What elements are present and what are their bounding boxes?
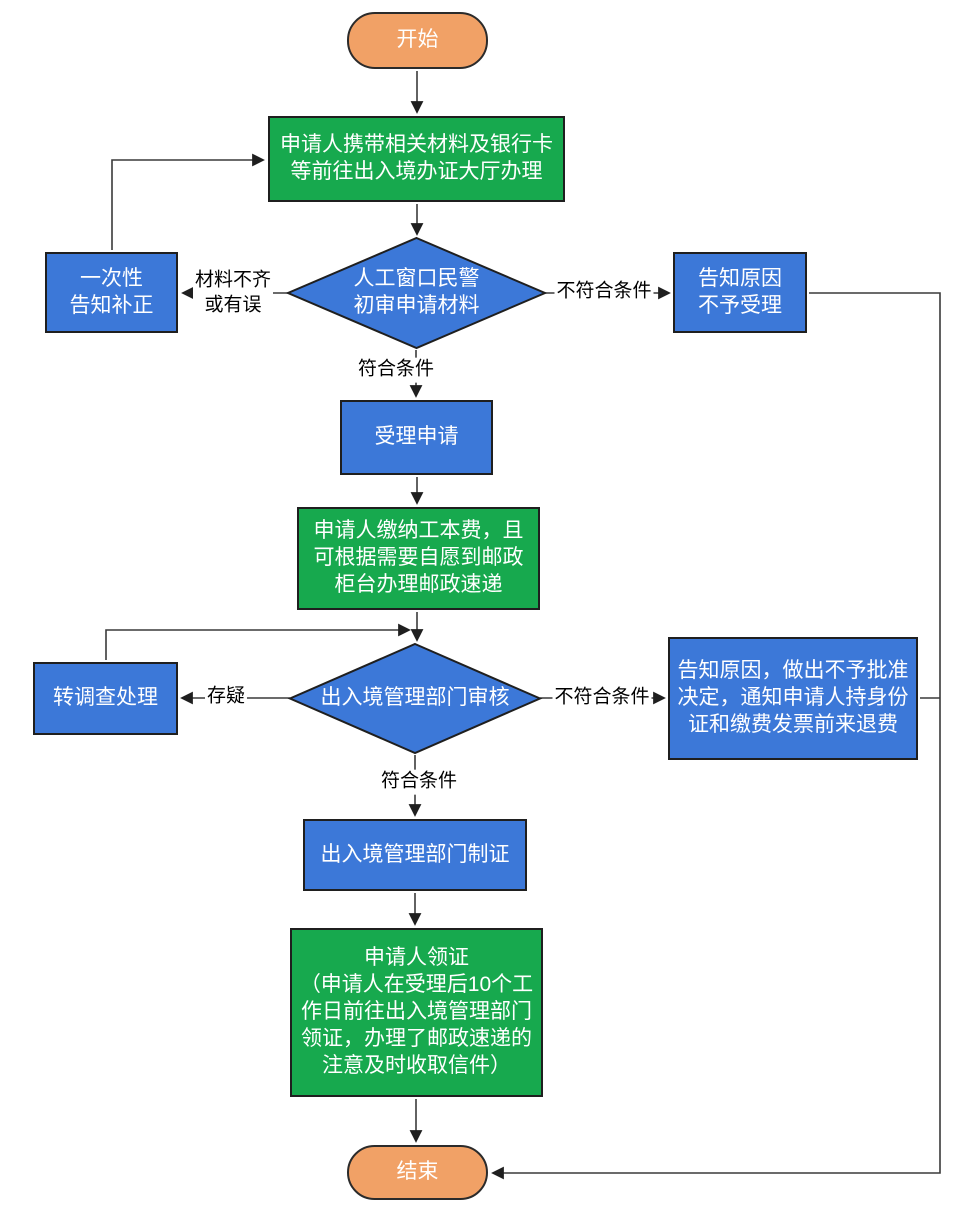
node-screen-label: 人工窗口民警 初审申请材料 (353, 267, 480, 317)
edge-label-not-eligible-1: 不符合条件 (554, 279, 654, 305)
node-start-label: 开始 (396, 28, 439, 52)
node-end-label: 结束 (396, 1160, 439, 1184)
node-screen-decision: 人工窗口民警 初审申请材料 (285, 236, 548, 350)
node-investigate-label: 转调查处理 (53, 686, 158, 710)
edge-label-doubt: 存疑 (204, 684, 248, 710)
node-visit-hall: 申请人携带相关材料及银行卡 等前往出入境办证大厅办理 (268, 116, 565, 202)
node-supplement: 一次性 告知补正 (45, 252, 178, 333)
node-make-cert: 出入境管理部门制证 (303, 819, 527, 891)
node-pay-fee: 申请人缴纳工本费，且 可根据需要自愿到邮政 柜台办理邮政速递 (297, 507, 540, 610)
node-investigate: 转调查处理 (33, 662, 178, 735)
node-make-cert-label: 出入境管理部门制证 (320, 842, 510, 866)
edge-label-eligible-1: 符合条件 (355, 357, 437, 383)
node-reject-intake-label: 告知原因 不予受理 (698, 266, 782, 317)
edge-supplement-loop (111, 153, 265, 250)
edge-label-eligible-2: 符合条件 (378, 769, 460, 795)
node-accept: 受理申请 (340, 400, 493, 475)
node-get-cert-label: 申请人领证 （申请人在受理后10个工 作日前往出入境管理部门 领证，办理了邮政速… (299, 946, 534, 1077)
node-reject-refund: 告知原因，做出不予批准 决定，通知申请人持身份 证和缴费发票前来退费 (668, 637, 918, 760)
node-review-label: 出入境管理部门审核 (320, 686, 510, 710)
node-supplement-label: 一次性 告知补正 (69, 266, 154, 317)
node-visit-hall-label: 申请人携带相关材料及银行卡 等前往出入境办证大厅办理 (280, 133, 553, 183)
edge-label-not-eligible-2: 不符合条件 (552, 685, 652, 711)
node-start: 开始 (347, 12, 488, 69)
edge-label-materials-bad: 材料不齐 或有误 (192, 268, 274, 318)
node-pay-fee-label: 申请人缴纳工本费，且 可根据需要自愿到邮政 柜台办理邮政速递 (313, 519, 524, 596)
decision-diamond-shape (285, 236, 548, 350)
node-review-decision: 出入境管理部门审核 (287, 642, 543, 755)
node-accept-label: 受理申请 (374, 425, 459, 449)
node-get-cert: 申请人领证 （申请人在受理后10个工 作日前往出入境管理部门 领证，办理了邮政速… (290, 928, 543, 1097)
node-end: 结束 (347, 1145, 488, 1200)
node-reject-intake: 告知原因 不予受理 (673, 252, 807, 333)
node-reject-refund-label: 告知原因，做出不予批准 决定，通知申请人持身份 证和缴费发票前来退费 (677, 659, 909, 736)
